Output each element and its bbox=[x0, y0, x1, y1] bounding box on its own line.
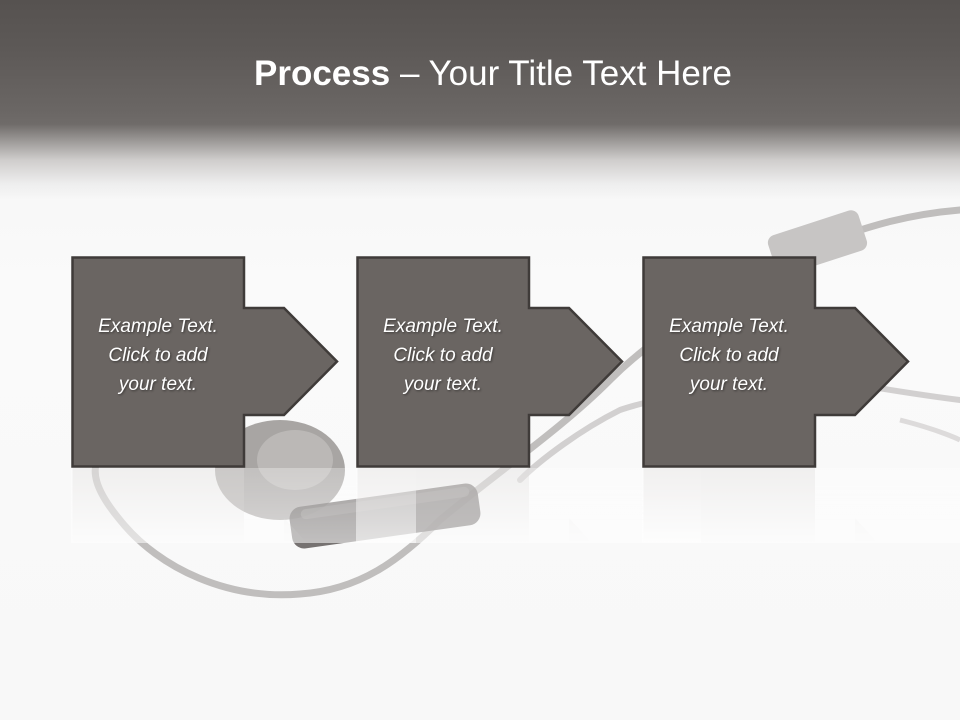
step-text[interactable]: Example Text. Click to add your text. bbox=[356, 312, 530, 399]
arrow-box-shape bbox=[642, 256, 910, 468]
step-line-1: Example Text. bbox=[383, 316, 503, 337]
process-step-2[interactable]: Example Text. Click to add your text. bbox=[356, 256, 701, 543]
step-line-1: Example Text. bbox=[669, 316, 789, 337]
step-line-1: Example Text. bbox=[98, 316, 218, 337]
title-bold: Process bbox=[254, 54, 391, 93]
header-band bbox=[0, 0, 960, 200]
step-text[interactable]: Example Text. Click to add your text. bbox=[642, 312, 816, 399]
process-step-1[interactable]: Example Text. Click to add your text. bbox=[71, 256, 416, 543]
step-line-3: your text. bbox=[689, 374, 769, 395]
arrow-box-shape bbox=[71, 256, 339, 468]
process-step-3[interactable]: Example Text. Click to add your text. bbox=[642, 256, 960, 543]
step-line-3: your text. bbox=[118, 374, 198, 395]
step-reflection bbox=[642, 468, 960, 543]
step-line-2: Click to add bbox=[108, 345, 208, 366]
title-rest: – Your Title Text Here bbox=[390, 54, 732, 93]
earphone-cable-3 bbox=[899, 417, 960, 443]
page-title: Process – Your Title Text Here bbox=[0, 52, 960, 96]
arrow-box-shape bbox=[356, 256, 624, 468]
step-line-2: Click to add bbox=[393, 345, 493, 366]
step-line-2: Click to add bbox=[679, 345, 779, 366]
step-text[interactable]: Example Text. Click to add your text. bbox=[71, 312, 245, 399]
step-line-3: your text. bbox=[403, 374, 483, 395]
